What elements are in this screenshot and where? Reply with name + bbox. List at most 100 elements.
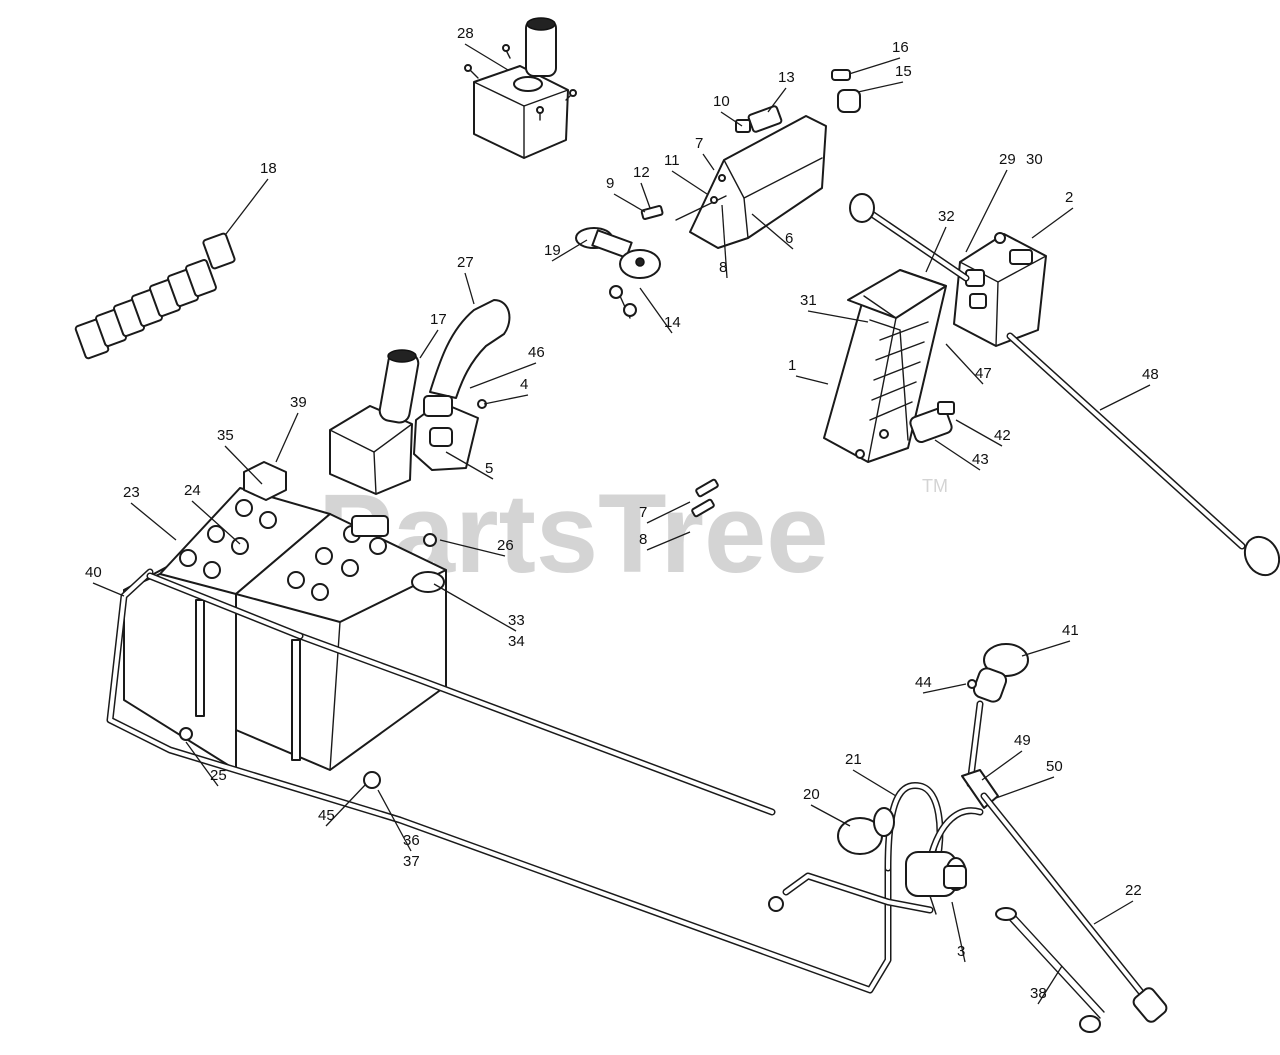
part-41-connector — [967, 643, 1029, 703]
leader-line-2 — [1031, 207, 1074, 239]
leader-line-49 — [981, 750, 1023, 781]
callout-label-36: 36 — [403, 832, 420, 849]
callout-label-1: 1 — [788, 357, 796, 374]
callout-label-42: 42 — [994, 427, 1011, 444]
callout-label-17: 17 — [430, 311, 447, 328]
callout-label-23: 23 — [123, 484, 140, 501]
callout-label-46: 46 — [528, 344, 545, 361]
leader-line-5 — [445, 451, 494, 480]
part-48-cable — [1006, 332, 1280, 577]
callout-label-27: 27 — [457, 254, 474, 271]
battery-cable-long — [146, 572, 776, 816]
leader-line-1 — [795, 375, 829, 385]
watermark-trademark: TM — [922, 476, 948, 496]
callout-label-24: 24 — [184, 482, 201, 499]
callout-label-12: 12 — [633, 164, 650, 181]
callout-label-16: 16 — [892, 39, 909, 56]
leader-line-22 — [1093, 900, 1134, 925]
callout-label-13: 13 — [778, 69, 795, 86]
callout-label-34: 34 — [508, 633, 525, 650]
leader-line-43 — [934, 439, 981, 471]
callout-label-15: 15 — [895, 63, 912, 80]
part-28-switch-housing — [464, 17, 577, 159]
leader-line-10 — [720, 111, 743, 127]
part-38-wire — [995, 907, 1105, 1033]
callout-label-4: 4 — [520, 376, 528, 393]
callout-label-30: 30 — [1026, 151, 1043, 168]
callout-label-31: 31 — [800, 292, 817, 309]
part-3-solenoid — [905, 851, 967, 915]
callout-label-25: 25 — [210, 767, 227, 784]
part-42-relay — [909, 401, 955, 444]
leader-line-41 — [1021, 640, 1071, 657]
leader-line-7 — [702, 153, 715, 171]
callout-label-45: 45 — [318, 807, 335, 824]
leader-line-7 — [646, 501, 691, 524]
leader-line-4 — [483, 394, 529, 405]
part-22-cable — [980, 792, 1168, 1023]
callout-label-40: 40 — [85, 564, 102, 581]
leader-line-33 — [433, 583, 517, 632]
callout-label-47: 47 — [975, 365, 992, 382]
callout-label-32: 32 — [938, 208, 955, 225]
callout-label-35: 35 — [217, 427, 234, 444]
leader-line-24 — [191, 500, 241, 545]
callout-label-26: 26 — [497, 537, 514, 554]
leader-line-11 — [671, 170, 708, 195]
leader-line-46 — [469, 362, 537, 389]
leader-line-44 — [922, 683, 967, 694]
leader-line-15 — [857, 81, 904, 93]
leader-line-36 — [377, 789, 412, 852]
leader-line-38 — [1037, 965, 1063, 1005]
leader-line-25 — [185, 741, 219, 787]
part-27-switch-assembly — [329, 299, 511, 495]
leader-line-40 — [92, 582, 125, 597]
leader-line-13 — [767, 87, 787, 113]
leader-line-35 — [224, 445, 263, 485]
leader-line-27 — [464, 272, 475, 305]
part-1-controller — [823, 269, 947, 463]
leader-line-8 — [646, 531, 691, 551]
callout-label-10: 10 — [713, 93, 730, 110]
leader-line-16 — [848, 57, 901, 75]
callout-label-8: 8 — [719, 259, 727, 276]
leader-line-14 — [639, 287, 673, 334]
part-39-terminal-cover — [243, 461, 389, 537]
solenoid-cable — [768, 872, 934, 914]
leader-line-47 — [945, 343, 984, 385]
callout-label-38: 38 — [1030, 985, 1047, 1002]
callout-label-2: 2 — [1065, 189, 1073, 206]
callout-label-49: 49 — [1014, 732, 1031, 749]
callout-label-3: 3 — [957, 943, 965, 960]
callout-label-33: 33 — [508, 612, 525, 629]
leader-line-20 — [810, 804, 851, 827]
leader-line-8 — [721, 204, 728, 279]
leader-line-42 — [955, 419, 1003, 447]
callout-label-22: 22 — [1125, 882, 1142, 899]
module-lead-cable — [849, 193, 970, 282]
callout-label-29: 29 — [999, 151, 1016, 168]
callout-label-21: 21 — [845, 751, 862, 768]
leader-line-50 — [995, 776, 1055, 799]
callout-label-39: 39 — [290, 394, 307, 411]
part-15-connector — [831, 69, 861, 113]
callout-label-48: 48 — [1142, 366, 1159, 383]
leader-line-48 — [1099, 384, 1151, 411]
part-7-clip — [691, 478, 719, 518]
callout-label-41: 41 — [1062, 622, 1079, 639]
part-2-relay-module — [953, 232, 1047, 347]
callout-label-6: 6 — [785, 230, 793, 247]
part-6-bracket — [675, 105, 827, 249]
part-14-ignition-switch — [575, 227, 661, 319]
part-18-fuse-strip — [74, 232, 236, 360]
part-40-battery-cable — [106, 568, 892, 994]
leader-line-18 — [225, 178, 269, 235]
leader-line-29 — [965, 169, 1008, 253]
leader-line-39 — [275, 412, 299, 463]
battery-strap — [195, 599, 301, 761]
part-20-boot — [837, 807, 895, 855]
leader-line-12 — [640, 182, 651, 209]
